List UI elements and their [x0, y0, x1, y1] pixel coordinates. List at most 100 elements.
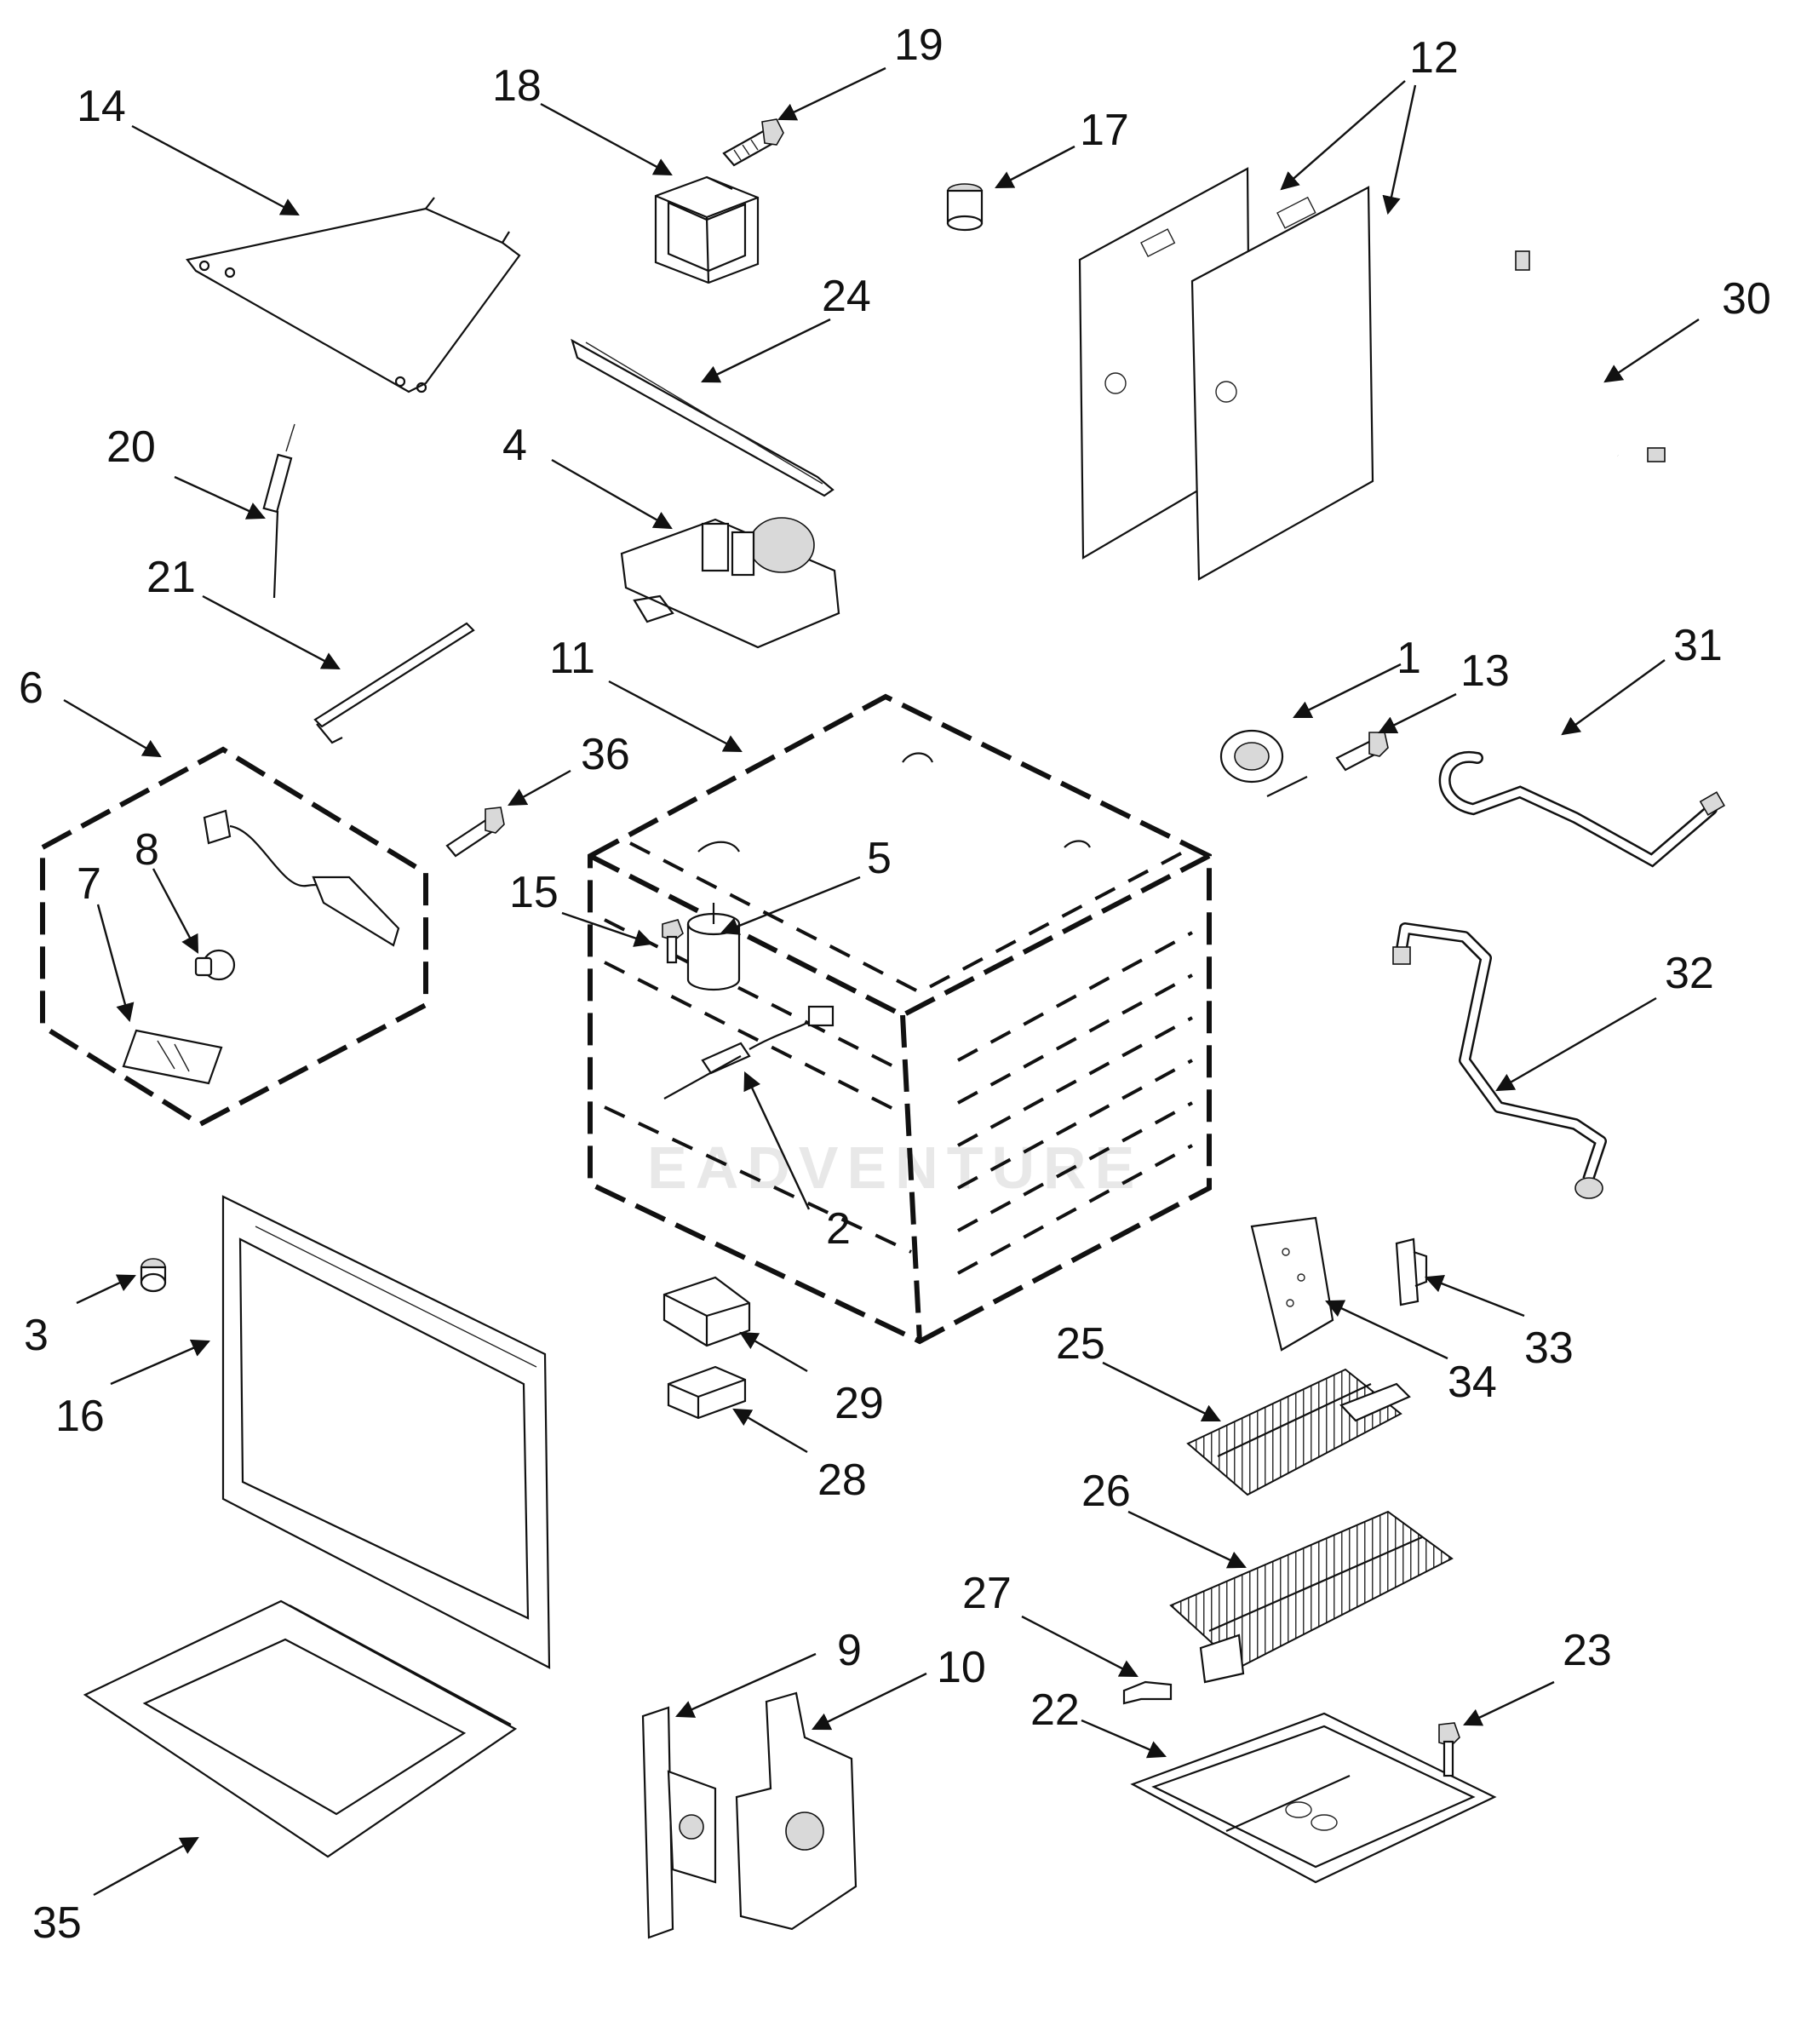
- watermark-text: EADVENTURE: [647, 1134, 1143, 1201]
- part-5-shield: [686, 903, 741, 991]
- leader-24: [701, 318, 831, 383]
- callout-9: 9: [837, 1626, 862, 1675]
- part-18-box-bracket: [654, 175, 760, 284]
- callout-31: 31: [1673, 621, 1723, 670]
- callout-19: 19: [894, 20, 944, 70]
- callout-23: 23: [1563, 1626, 1612, 1675]
- part-9-hinge: [641, 1706, 717, 1939]
- callout-3: 3: [24, 1311, 49, 1360]
- callout-21: 21: [146, 553, 196, 602]
- callout-18: 18: [492, 61, 542, 111]
- callout-labels: 1 2 3 4 5 6 7 8 9 10 11 12 13 14 15 16 1…: [19, 20, 1771, 1948]
- leader-4: [551, 458, 673, 530]
- part-17-nut: [946, 183, 984, 232]
- callout-10: 10: [937, 1643, 986, 1692]
- leader-25: [1102, 1361, 1221, 1422]
- callout-11: 11: [549, 634, 595, 683]
- leader-34: [1325, 1300, 1448, 1360]
- callout-28: 28: [817, 1455, 867, 1505]
- part-15-screw: [662, 919, 684, 964]
- callout-4: 4: [502, 421, 527, 470]
- callout-36: 36: [581, 730, 630, 779]
- part-4-valve-assembly: [620, 517, 840, 649]
- leader-2: [743, 1071, 811, 1210]
- leader-8: [152, 868, 199, 954]
- leader-31: [1561, 659, 1666, 736]
- part-29-bracket: [662, 1276, 751, 1347]
- callout-26: 26: [1081, 1467, 1131, 1516]
- leader-5: [720, 876, 861, 935]
- callout-16: 16: [55, 1392, 105, 1441]
- part-31-tube: [1438, 750, 1725, 868]
- leader-9: [675, 1652, 817, 1718]
- leader-13: [1378, 692, 1457, 734]
- leader-35: [93, 1836, 199, 1897]
- part-20-igniter: [262, 423, 295, 599]
- part-10-hinge: [735, 1691, 857, 1931]
- leader-12b: [1382, 84, 1417, 215]
- callout-14: 14: [77, 82, 126, 131]
- callout-1: 1: [1397, 634, 1421, 683]
- leader-6: [63, 698, 162, 758]
- leader-28: [732, 1408, 808, 1454]
- callout-2: 2: [826, 1204, 851, 1254]
- part-23-screw: [1438, 1722, 1460, 1777]
- part-24-strip-bracket: [571, 338, 835, 497]
- callout-7: 7: [77, 859, 101, 909]
- part-36-screw: [445, 807, 505, 858]
- leader-14: [131, 124, 300, 216]
- callout-17: 17: [1080, 106, 1129, 155]
- leader-27: [1021, 1615, 1139, 1678]
- leader-15: [561, 911, 654, 947]
- callout-33: 33: [1524, 1323, 1574, 1373]
- callout-29: 29: [835, 1379, 884, 1428]
- part-3-bumper: [140, 1258, 167, 1293]
- leader-11: [608, 680, 743, 753]
- callout-24: 24: [822, 272, 871, 321]
- leader-33: [1424, 1275, 1525, 1318]
- callout-20: 20: [106, 422, 156, 472]
- part-16-door-frame: [221, 1195, 551, 1669]
- leader-32: [1495, 996, 1657, 1092]
- callout-15: 15: [509, 868, 559, 917]
- leader-26: [1127, 1510, 1247, 1569]
- leader-lines: [63, 66, 1700, 1897]
- part-14-deflector-plate: [186, 197, 521, 393]
- leader-10: [812, 1672, 927, 1731]
- part-21-electrode: [313, 622, 475, 744]
- part-34-plate: [1250, 1216, 1334, 1352]
- leader-3: [76, 1274, 136, 1305]
- leader-21: [202, 594, 341, 670]
- leader-19: [777, 66, 886, 121]
- part-8-bulb: [194, 949, 236, 981]
- part-33-clip: [1395, 1237, 1428, 1306]
- callout-8: 8: [135, 825, 159, 875]
- part-22-pan: [1130, 1712, 1497, 1884]
- callout-13: 13: [1460, 646, 1510, 696]
- part-35-door-panel: [83, 1599, 518, 1858]
- part-6-light-assembly-group: [40, 746, 428, 1128]
- leader-16: [110, 1339, 210, 1386]
- leader-30: [1603, 319, 1700, 383]
- part-1-thermostat: [1219, 729, 1308, 797]
- leader-36: [508, 769, 571, 807]
- leader-22: [1081, 1719, 1167, 1759]
- part-11-oven-cavity: [588, 693, 1212, 1345]
- callout-25: 25: [1056, 1319, 1105, 1369]
- leader-23: [1463, 1680, 1555, 1726]
- part-2-sensor: [663, 1005, 835, 1100]
- leader-1: [1293, 663, 1402, 719]
- callout-30: 30: [1722, 274, 1771, 324]
- part-7-lens: [122, 1029, 223, 1085]
- leader-17: [995, 145, 1075, 189]
- callout-22: 22: [1030, 1685, 1080, 1735]
- part-26-burner: [1169, 1510, 1454, 1684]
- callout-35: 35: [32, 1898, 82, 1948]
- leader-12a: [1280, 80, 1406, 191]
- part-32-tube: [1392, 922, 1607, 1199]
- part-27-bracket: [1122, 1680, 1173, 1705]
- leader-18: [540, 102, 673, 176]
- callout-12: 12: [1409, 33, 1459, 83]
- part-25-burner: [1186, 1368, 1411, 1496]
